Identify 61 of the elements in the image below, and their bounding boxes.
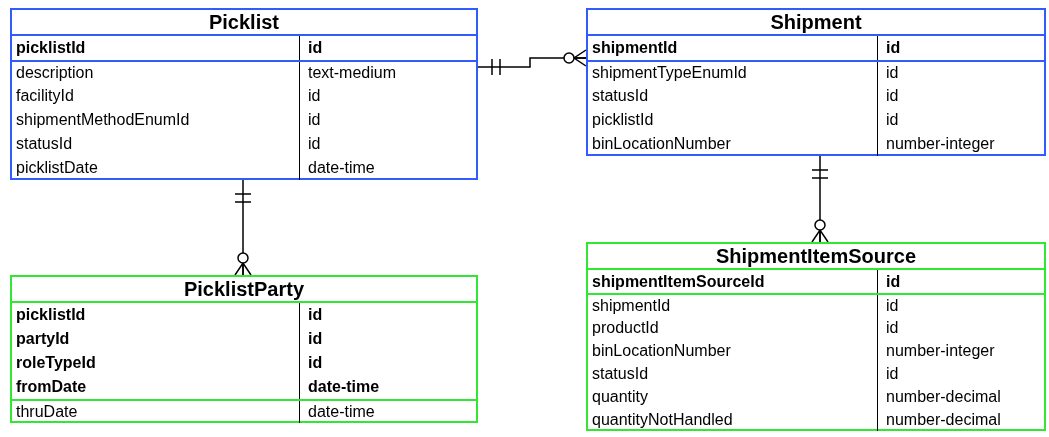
field-row [588,293,1044,316]
field-type: date-time [308,160,375,176]
field-type: id [886,65,899,81]
table-title: PicklistParty [183,279,305,299]
field-name: quantity [592,388,649,405]
field-name: picklistId [592,112,654,128]
field-type: id [886,319,899,336]
field-name: statusId [592,88,649,104]
field-type: id [308,88,321,104]
field-name: roleTypeId [16,355,96,371]
field-name: statusId [16,136,73,152]
field-name: binLocationNumber [592,136,731,152]
field-name: shipmentItemSourceId [592,273,765,290]
field-type: number-decimal [886,411,1001,428]
field-type: id [886,88,899,104]
field-name: thruDate [16,404,78,420]
field-row [12,399,476,423]
table-title: Shipment [770,12,862,32]
field-type: id [308,355,323,371]
entity-table [10,275,478,423]
field-type: id [308,331,323,347]
field-type: id [886,273,901,290]
field-type: id [308,136,321,152]
entity-table [586,8,1046,156]
field-type: id [886,112,899,128]
field-row [588,60,1044,84]
entity-table [586,242,1046,431]
field-name: picklistDate [16,160,98,176]
field-name: shipmentTypeEnumId [592,65,747,81]
field-name: shipmentMethodEnumId [16,112,190,128]
field-name: picklistId [16,307,86,323]
field-type: id [886,40,901,56]
table-title: Picklist [208,12,279,32]
field-type: id [308,112,321,128]
field-type: number-decimal [886,388,1001,405]
field-name: picklistId [16,40,86,56]
field-type: id [886,297,899,314]
field-name: description [16,65,94,81]
field-row [12,60,476,84]
field-type: id [886,365,899,382]
field-name: shipmentId [592,40,678,56]
field-name: partyId [16,331,70,347]
field-type: number-integer [886,342,995,359]
field-name: binLocationNumber [592,342,731,359]
field-type: id [308,40,323,56]
field-type: id [308,307,323,323]
field-name: shipmentId [592,297,671,314]
field-name: fromDate [16,379,87,395]
field-name: productId [592,319,659,336]
entity-table [10,8,478,180]
field-type: text-medium [308,65,397,81]
field-type: date-time [308,404,375,420]
relationship-line [477,49,587,75]
field-type: date-time [308,379,380,395]
field-name: facilityId [16,88,74,104]
relationship-line [234,179,252,276]
field-type: number-integer [886,136,995,152]
relationship-line [811,155,829,243]
field-name: quantityNotHandled [592,411,733,428]
field-name: statusId [592,365,649,382]
table-title: ShipmentItemSource [715,246,916,266]
